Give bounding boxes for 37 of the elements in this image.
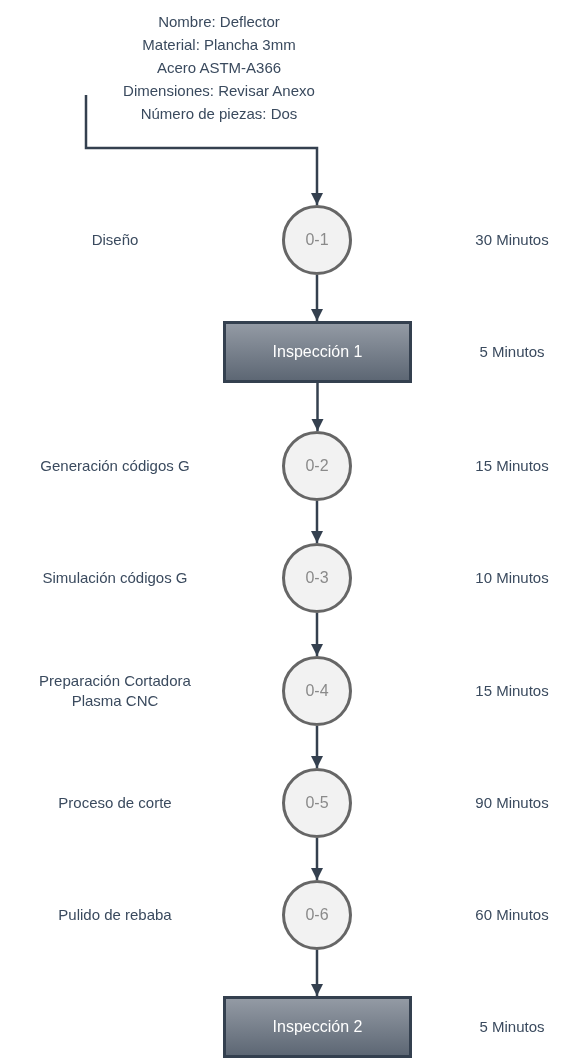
- arrow: [310, 501, 324, 543]
- inspection-box: [223, 321, 412, 383]
- arrow: [310, 726, 324, 768]
- step-description: Generación códigos G: [39, 456, 191, 476]
- step-description: Preparación Cortadora Plasma CNC: [38, 671, 192, 711]
- arrow: [84, 95, 324, 205]
- step-description: Pulido de rebaba: [57, 905, 173, 925]
- node-label: 0-4: [305, 682, 329, 700]
- duration-text: 15 Minutos: [474, 456, 550, 476]
- node-label: 0-6: [305, 906, 329, 924]
- note-text: Acero ASTM-A366: [156, 58, 282, 78]
- arrow: [310, 950, 324, 996]
- node-label: Inspección 1: [272, 343, 363, 361]
- arrow: [310, 613, 324, 656]
- arrow: [310, 275, 324, 321]
- node-label: 0-2: [305, 457, 329, 475]
- node-label: Inspección 2: [272, 1018, 363, 1036]
- duration-text: 5 Minutos: [478, 342, 546, 362]
- node-label: 0-5: [305, 794, 329, 812]
- step-description: Proceso de corte: [57, 793, 173, 813]
- arrow: [311, 383, 324, 431]
- node-label: 0-3: [305, 569, 329, 587]
- step-description: Diseño: [90, 230, 140, 250]
- note-text: Dimensiones: Revisar Anexo: [123, 81, 315, 101]
- duration-text: 5 Minutos: [478, 1017, 546, 1037]
- note-text: Número de piezas: Dos: [140, 104, 298, 124]
- duration-text: 15 Minutos: [474, 681, 550, 701]
- duration-text: 10 Minutos: [474, 568, 550, 588]
- duration-text: 90 Minutos: [474, 793, 550, 813]
- node-label: 0-1: [305, 231, 329, 249]
- duration-text: 60 Minutos: [474, 905, 550, 925]
- step-description: Simulación códigos G: [41, 568, 189, 588]
- note-text: Nombre: Deflector: [158, 12, 280, 32]
- inspection-box: [223, 996, 412, 1058]
- arrow: [310, 838, 324, 880]
- note-text: Material: Plancha 3mm: [142, 35, 296, 55]
- duration-text: 30 Minutos: [474, 230, 550, 250]
